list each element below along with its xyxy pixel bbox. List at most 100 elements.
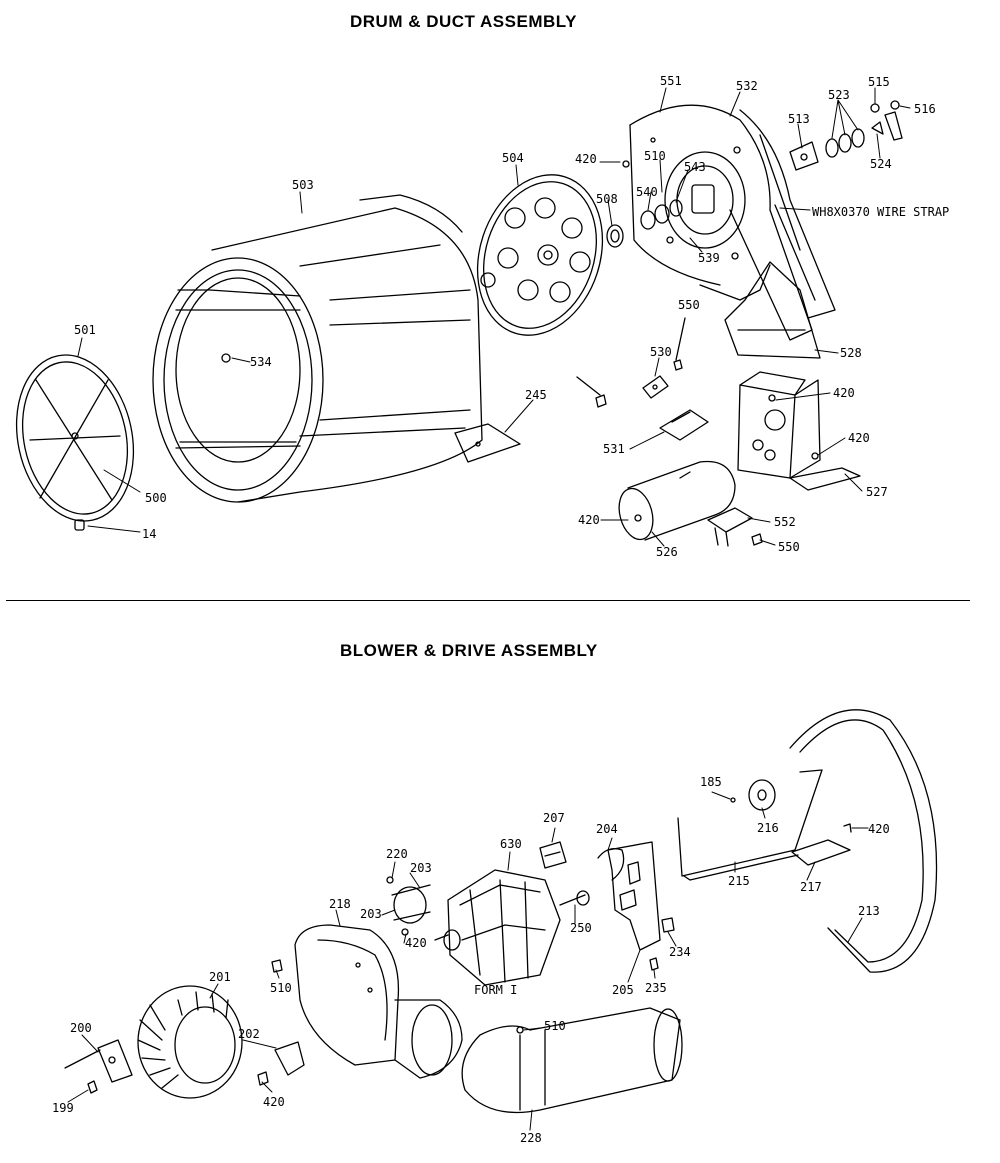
callout-501: 501 — [74, 323, 96, 337]
callout-510-a: 510 — [644, 149, 666, 163]
callout-552: 552 — [774, 515, 796, 529]
rear-panel-551-duct-532 — [630, 105, 835, 340]
switch-207 — [540, 842, 566, 868]
drum-503 — [153, 195, 482, 502]
screws-550 — [577, 318, 685, 407]
callout-532: 532 — [736, 79, 758, 93]
callout-500: 500 — [145, 491, 167, 505]
callout-185: 185 — [700, 775, 722, 789]
motor-clamps-203 — [387, 877, 430, 935]
motor-bracket-205 — [608, 842, 660, 950]
drum-rear-plate-504 — [458, 158, 623, 351]
callout-420-d: 420 — [578, 513, 600, 527]
callout-form-i: FORM I — [474, 983, 518, 997]
thermostat-513 — [790, 142, 818, 170]
callout-516: 516 — [914, 102, 936, 116]
screw-199 — [88, 1081, 97, 1093]
callout-420-e: 420 — [868, 822, 890, 836]
drum-belt-213 — [790, 710, 937, 972]
bearing-508 — [607, 225, 623, 247]
terminal-block-552 — [708, 508, 752, 546]
screw-516 — [891, 101, 899, 109]
callout-204: 204 — [596, 822, 618, 836]
callout-420-b: 420 — [833, 386, 855, 400]
callout-213: 213 — [858, 904, 880, 918]
callout-540: 540 — [636, 185, 658, 199]
motor-630 — [435, 870, 589, 985]
callout-420-g: 420 — [263, 1095, 285, 1109]
callout-528: 528 — [840, 346, 862, 360]
callout-250: 250 — [570, 921, 592, 935]
callout-503: 503 — [292, 178, 314, 192]
callout-245: 245 — [525, 388, 547, 402]
callout-523: 523 — [828, 88, 850, 102]
heater-element-526 — [614, 461, 735, 543]
callout-200: 200 — [70, 1021, 92, 1035]
blower-housing-218 — [295, 925, 462, 1078]
callout-510-b: 510 — [270, 981, 292, 995]
bracket-204 — [598, 849, 624, 880]
callout-527: 527 — [866, 485, 888, 499]
idler-pulley-216 — [731, 780, 775, 810]
bracket-245 — [455, 424, 520, 462]
callout-203-b: 203 — [360, 907, 382, 921]
callout-wire-strap: WH8X0370 WIRE STRAP — [812, 205, 950, 219]
blower-wheel-201 — [138, 986, 242, 1098]
callout-531: 531 — [603, 442, 625, 456]
callout-201: 201 — [209, 970, 231, 984]
callout-550-b: 550 — [778, 540, 800, 554]
callout-228: 228 — [520, 1131, 542, 1145]
callout-207: 207 — [543, 811, 565, 825]
callout-510-c: 510 — [544, 1019, 566, 1033]
callout-234: 234 — [669, 945, 691, 959]
callout-420-f: 420 — [405, 936, 427, 950]
callout-508: 508 — [596, 192, 618, 206]
callout-530: 530 — [650, 345, 672, 359]
drum-duct-assembly-title: DRUM & DUCT ASSEMBLY — [350, 12, 577, 31]
duct-section-528 — [725, 262, 820, 358]
callout-543: 543 — [684, 160, 706, 174]
callout-220: 220 — [386, 847, 408, 861]
callout-202: 202 — [238, 1027, 260, 1041]
callout-205: 205 — [612, 983, 634, 997]
callout-235: 235 — [645, 981, 667, 995]
callout-550-a: 550 — [678, 298, 700, 312]
callout-420-a: 420 — [575, 152, 597, 166]
terminal-515-524 — [871, 104, 902, 140]
callout-504: 504 — [502, 151, 524, 165]
callout-216: 216 — [757, 821, 779, 835]
callout-217: 217 — [800, 880, 822, 894]
fuse-530 — [643, 376, 668, 398]
section-divider — [6, 600, 970, 601]
callout-534: 534 — [250, 355, 272, 369]
callout-420-c: 420 — [848, 431, 870, 445]
thermostat-531 — [660, 410, 708, 440]
leader-lines-top — [78, 88, 910, 546]
bracket-202 — [275, 1042, 304, 1075]
idler-arm-215 — [678, 770, 822, 880]
screw-235 — [650, 958, 658, 970]
callout-215: 215 — [728, 874, 750, 888]
exhaust-duct-228 — [462, 1008, 682, 1113]
clip-234 — [662, 918, 674, 932]
callout-539: 539 — [698, 251, 720, 265]
leader-lines-bottom — [68, 792, 868, 1130]
callout-630: 630 — [500, 837, 522, 851]
callout-551: 551 — [660, 74, 682, 88]
blower-drive-assembly-title: BLOWER & DRIVE ASSEMBLY — [340, 641, 598, 660]
callout-515: 515 — [868, 75, 890, 89]
callout-513: 513 — [788, 112, 810, 126]
callout-199: 199 — [52, 1101, 74, 1115]
callout-218: 218 — [329, 897, 351, 911]
screw-510b — [272, 960, 282, 972]
callout-14: 14 — [142, 527, 157, 541]
front-seal-ring-501 — [2, 344, 148, 532]
callout-203-a: 203 — [410, 861, 432, 875]
heater-box-527 — [738, 372, 860, 490]
screw-420g — [258, 1072, 268, 1085]
bracket-217 — [792, 840, 850, 865]
callout-524: 524 — [870, 157, 892, 171]
screw-550b — [752, 534, 762, 545]
felt-plug-14 — [75, 520, 84, 530]
callout-526: 526 — [656, 545, 678, 559]
